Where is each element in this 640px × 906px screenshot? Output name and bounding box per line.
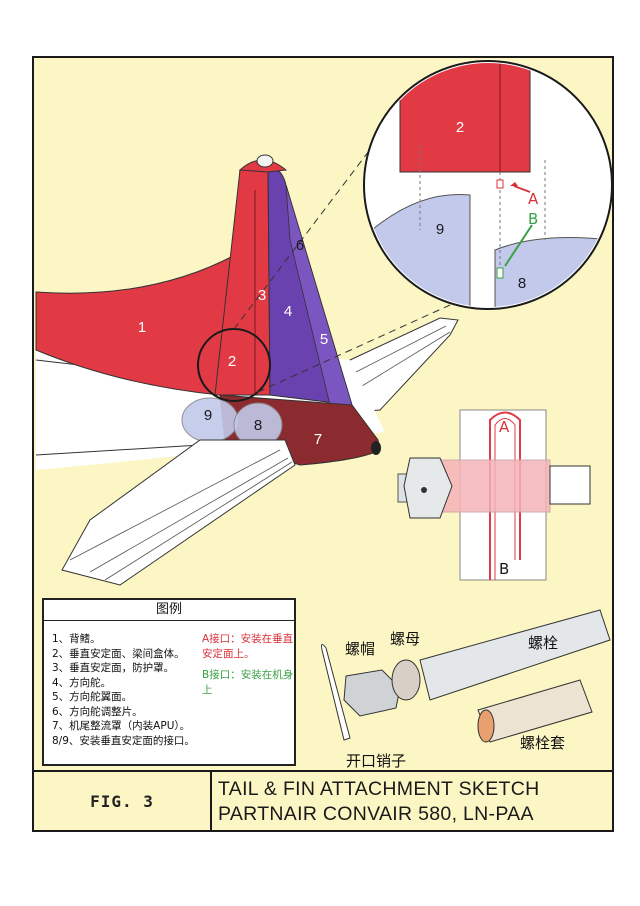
figure-label: FIG. 3 <box>34 772 212 830</box>
part-number-9: 9 <box>204 407 212 424</box>
note-a: A接口：安装在垂直安定面上。 <box>202 633 294 660</box>
title-block: FIG. 3 TAIL & FIN ATTACHMENT SKETCH PART… <box>32 770 614 832</box>
cotter-pin <box>321 644 351 741</box>
section-label-a: A <box>499 418 510 436</box>
legend-item: 5、方向舵翼面。 <box>52 691 133 703</box>
note-b: B接口：安装在机身上 <box>202 669 294 696</box>
legend-item: 7、机尾整流罩（内装APU）。 <box>52 720 191 732</box>
legend-box: 图例 1、背鳍。 2、垂直安定面、梁间盒体。 3、垂直安定面，防护罩。 4、方向… <box>42 598 296 766</box>
castle-nut <box>343 669 401 717</box>
legend-item: 6、方向舵调整片。 <box>52 705 143 718</box>
title-line-2: PARTNAIR CONVAIR 580, LN-PAA <box>218 803 534 825</box>
legend-title: 图例 <box>44 600 294 621</box>
part-number-7: 7 <box>314 431 322 448</box>
part-number-1: 1 <box>138 319 146 336</box>
detail-label-b: B <box>528 210 539 228</box>
legend-item: 1、背鳍。 <box>52 633 101 645</box>
legend-item: 4、方向舵。 <box>52 676 112 689</box>
detail-part-number: 8 <box>518 275 526 292</box>
legend-item: 2、垂直安定面、梁间盒体。 <box>52 647 185 660</box>
part-number-3: 3 <box>258 287 266 304</box>
legend-list: 1、背鳍。 2、垂直安定面、梁间盒体。 3、垂直安定面，防护罩。 4、方向舵。 … <box>52 632 195 748</box>
legend-item: 8/9、安装垂直安定面的接口。 <box>52 734 195 747</box>
bushing-label: 螺栓套 <box>520 734 566 752</box>
bolt <box>419 609 611 701</box>
detail-part-number: 9 <box>436 221 444 238</box>
part-number-4: 4 <box>284 303 292 320</box>
castle-nut-label: 螺帽 <box>345 640 376 658</box>
section-label-b: B <box>499 560 510 578</box>
nut-label: 螺母 <box>390 630 421 648</box>
legend-item: 3、垂直安定面，防护罩。 <box>52 662 175 674</box>
left-stabilizer <box>61 439 296 586</box>
part-number-8: 8 <box>254 417 262 434</box>
bolt-label: 螺栓 <box>528 634 559 652</box>
part-number-6: 6 <box>296 237 304 254</box>
cotter-pin-label: 开口销子 <box>346 752 407 770</box>
part-number-2: 2 <box>228 353 236 370</box>
part-number-5: 5 <box>320 331 328 348</box>
hex-nut <box>391 659 421 701</box>
title-line-1: TAIL & FIN ATTACHMENT SKETCH <box>218 778 540 800</box>
detail-label-a: A <box>528 190 539 208</box>
detail-part-number: 2 <box>456 119 464 136</box>
